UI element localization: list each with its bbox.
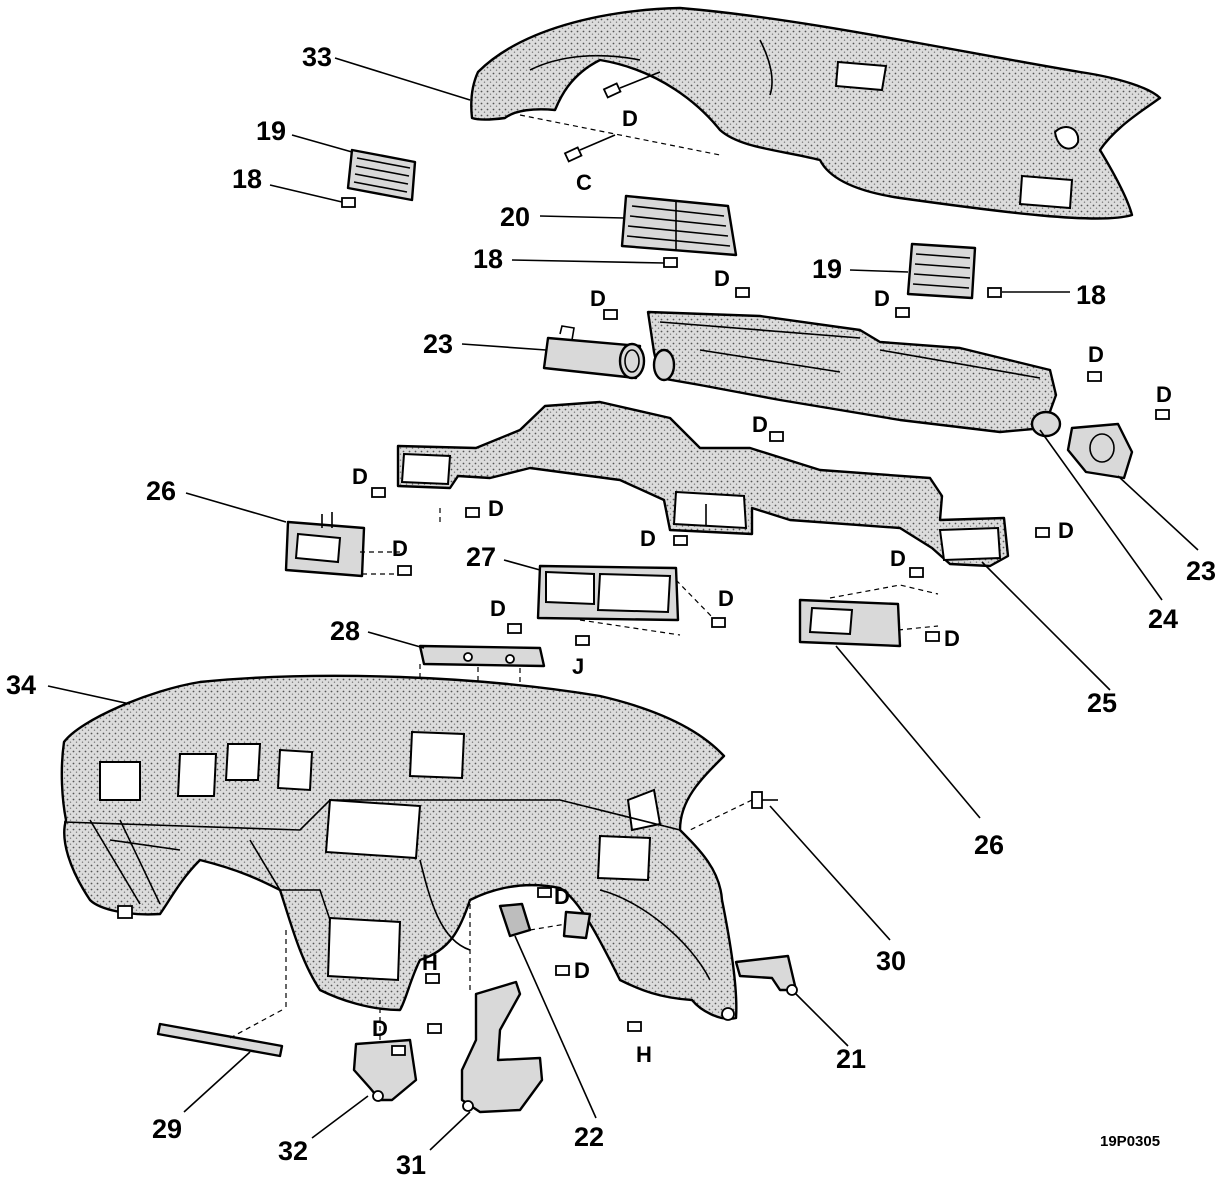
side-vent-right — [906, 242, 977, 300]
fasteners — [371, 287, 1170, 1056]
fastener-h-2: H — [636, 1042, 652, 1067]
callout-26a: 26 — [146, 476, 176, 506]
callout-33: 33 — [302, 42, 332, 72]
callout-21: 21 — [836, 1044, 866, 1074]
callout-20: 20 — [500, 202, 530, 232]
fastener-d-3: D — [590, 286, 606, 311]
fastener-d-12: D — [1058, 518, 1074, 543]
fastener-d-9: D — [488, 496, 504, 521]
clip-18a — [341, 197, 356, 208]
center-lower-vent — [536, 564, 716, 636]
lower-vent-left — [284, 508, 441, 578]
callout-23a: 23 — [423, 329, 453, 359]
callout-22: 22 — [574, 1122, 604, 1152]
fastener-d-16: D — [944, 626, 960, 651]
bracket-21 — [734, 954, 798, 996]
fastener-d-4: D — [874, 286, 890, 311]
switch-22 — [498, 902, 592, 940]
duct-connector-left — [542, 325, 646, 380]
callout-24: 24 — [1148, 604, 1178, 634]
fastener-d-18: D — [574, 958, 590, 983]
screw-d-upper — [519, 71, 721, 163]
fastener-c: C — [576, 170, 592, 195]
center-vent — [620, 194, 738, 257]
fastener-d-7: D — [752, 412, 768, 437]
callout-32: 32 — [278, 1136, 308, 1166]
fastener-d-11: D — [640, 526, 656, 551]
clip-18b — [663, 257, 678, 268]
callout-25: 25 — [1087, 688, 1117, 718]
fastener-d-2: D — [714, 266, 730, 291]
callout-18b: 18 — [473, 244, 503, 274]
upper-panel-cover — [470, 6, 1162, 220]
callout-30: 30 — [876, 946, 906, 976]
fastener-j: J — [572, 654, 584, 679]
callout-23b: 23 — [1186, 556, 1216, 586]
callout-18c: 18 — [1076, 280, 1106, 310]
fastener-h-1: H — [422, 950, 438, 975]
callout-34: 34 — [6, 670, 36, 700]
upper-air-duct — [646, 310, 1062, 438]
callout-29: 29 — [152, 1114, 182, 1144]
callout-31: 31 — [396, 1150, 426, 1178]
fastener-d-15: D — [490, 596, 506, 621]
callout-28: 28 — [330, 616, 360, 646]
leader-19a — [291, 134, 353, 153]
callout-19a: 19 — [256, 116, 286, 146]
fastener-d-17: D — [554, 884, 570, 909]
fastener-d-5: D — [1088, 342, 1104, 367]
callout-19b: 19 — [812, 254, 842, 284]
side-vent-left — [346, 148, 417, 202]
callout-27: 27 — [466, 542, 496, 572]
fastener-d-1: D — [622, 106, 638, 131]
leader-33 — [334, 57, 471, 101]
fastener-d-13: D — [890, 546, 906, 571]
clip-30 — [689, 791, 778, 831]
fastener-d-14: D — [718, 586, 734, 611]
callout-26b: 26 — [974, 830, 1004, 860]
trim-strip-29 — [156, 930, 287, 1058]
callout-18a: 18 — [232, 164, 262, 194]
fastener-d-10: D — [392, 536, 408, 561]
fastener-d-8: D — [352, 464, 368, 489]
lower-air-duct — [396, 400, 1010, 568]
clip-18c — [987, 287, 1002, 298]
bracket-31 — [460, 900, 544, 1114]
lower-vent-right — [798, 584, 939, 648]
reference-code: 19P0305 — [1100, 1133, 1160, 1150]
main-instrument-panel — [60, 674, 738, 1021]
fastener-d-19: D — [372, 1016, 388, 1041]
duct-connector-right — [1066, 422, 1134, 480]
fastener-d-6: D — [1156, 382, 1172, 407]
